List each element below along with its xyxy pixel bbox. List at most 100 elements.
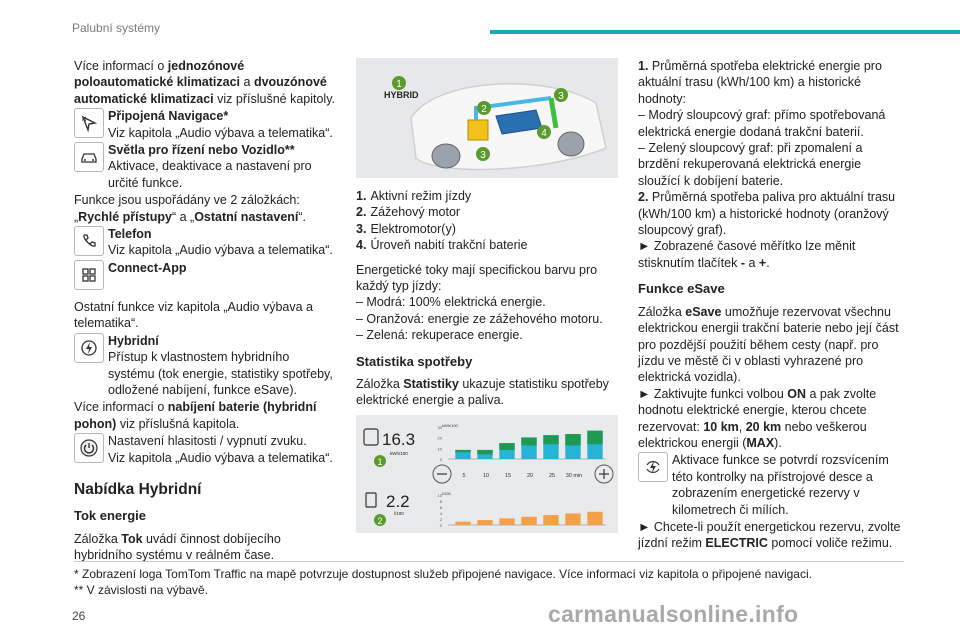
time-scale-label: 30 min: [566, 473, 583, 479]
column-right: 1. Průměrná spotřeba elektrické energie …: [638, 58, 906, 552]
column-left: Více informací o jednozónové poloautomat…: [74, 58, 338, 564]
nav-text: Viz kapitola „Audio výbava a telematika“…: [108, 125, 333, 140]
header-accent-bar: [490, 30, 960, 34]
column-middle: 1 HYBRID 2 3 4 3 1.Aktivní režim jízdy 2…: [356, 58, 618, 533]
lights-text: Aktivace, deaktivace a nastavení pro urč…: [108, 159, 312, 190]
marker-4-label: 4: [541, 128, 547, 139]
hybrid-label: HYBRID: [384, 90, 419, 100]
elec-value: 16.3: [382, 430, 415, 449]
esave-heading: Funkce eSave: [638, 281, 725, 297]
minus-button[interactable]: [432, 464, 452, 484]
elec-unit: kWh/100: [390, 451, 408, 456]
navigation-arrow-icon: N: [74, 108, 104, 139]
marker-1-label: 1: [396, 79, 402, 90]
time-scale: 5 10 15 20 25 30 min: [462, 473, 582, 479]
bar-green: [543, 435, 559, 445]
stat-marker-2-label: 2: [377, 516, 382, 526]
time-scale-label: 10: [483, 473, 489, 479]
y-tick-label-top: 0: [440, 457, 443, 462]
statistics-screen: 16.3 kWh/100 1 2.2 l/100 2 kWh/100 l/100…: [356, 414, 618, 533]
bar-orange: [499, 518, 515, 525]
volume-text: Nastavení hlasitosti / vypnutí zvuku.: [108, 434, 307, 449]
fuel-pump-icon: [365, 492, 377, 508]
other-text: Ostatní funkce viz kapitola „Audio výbav…: [74, 299, 314, 331]
running-header: Palubní systémy: [72, 21, 161, 35]
time-scale-label: 25: [549, 473, 555, 479]
chart-unit-bottom: l/100: [442, 491, 451, 496]
time-scale-label: 5: [462, 473, 465, 479]
y-tick-label-top: 30: [438, 425, 443, 430]
marker-3-label: 3: [558, 91, 564, 102]
bar-orange: [587, 511, 603, 525]
y-tick-label-top: 20: [438, 436, 443, 441]
flow-heading: Tok energie: [74, 508, 147, 524]
stat-marker-2: [374, 513, 386, 526]
color-item: – Zelená: rekuperace energie.: [356, 328, 523, 343]
page-number: 26: [72, 609, 86, 623]
list-item: 2.Zážehový motor: [356, 205, 461, 220]
tabs-names: „Rychlé přístupy“ a „Ostatní nastavení“.: [74, 209, 307, 224]
y-tick-label-bottom: 6: [440, 505, 443, 510]
car-icon: [74, 142, 104, 173]
marker-2-label: 2: [481, 104, 487, 115]
bar-green: [455, 449, 471, 453]
bar-orange: [543, 514, 559, 525]
marker-3b: [476, 147, 490, 161]
intro-paragraph: Více informací o jednozónové poloautomat…: [74, 59, 336, 106]
bar-green: [587, 430, 603, 445]
time-scale-label: 15: [505, 473, 511, 479]
list-item: 3.Elektromotor(y): [356, 221, 456, 236]
bar-orange: [477, 519, 493, 525]
battery-icon: [363, 428, 379, 446]
chart-unit-top: kWh/100: [442, 423, 459, 428]
bar-orange: [521, 516, 537, 525]
stat-marker-1: [374, 454, 386, 467]
p1-green: – Zelený sloupcový graf: při zpomalení a…: [638, 141, 863, 188]
bar-blue: [455, 449, 471, 459]
colors-text: Energetické toky mají specifickou barvu …: [356, 262, 598, 294]
y-tick-label-bottom: 0: [440, 523, 443, 528]
footnote-divider: [74, 561, 904, 562]
hybrid-flow-illustration: 1 HYBRID 2 3 4 3: [356, 58, 618, 178]
y-tick-label-bottom: 4: [440, 511, 443, 516]
y-tick-label-top: 10: [438, 446, 443, 451]
phone-text: Viz kapitola „Audio výbava a telematika“…: [108, 243, 333, 258]
y-tick-label-bottom: 2: [440, 517, 443, 522]
stats-paragraph: Záložka Statistiky ukazuje statistiku sp…: [356, 377, 609, 408]
esave-lamp-icon: [638, 452, 668, 483]
lamp-item: Aktivace funkce se potvrdí rozsvícením t…: [638, 452, 906, 518]
lights-item: Světla pro řízení nebo Vozidlo**Aktivace…: [74, 142, 338, 191]
bar-blue: [477, 449, 493, 459]
use-paragraph: ► Chcete-li použít energetickou rezervu,…: [638, 519, 901, 551]
flow-paragraph: Záložka Tok uvádí činnost dobíjecího hyb…: [74, 531, 281, 563]
p2: 2. Průměrná spotřeba paliva pro aktuální…: [638, 190, 896, 238]
bottom-bar-chart: [448, 511, 606, 526]
marker-1: [392, 76, 406, 90]
hybrid-text: Přístup k vlastnostem hybridního systému…: [108, 350, 333, 397]
time-scale-label: 20: [527, 473, 533, 479]
bar-green: [521, 437, 537, 446]
top-bar-chart: [448, 430, 606, 460]
fuel-value: 2.2: [386, 492, 410, 511]
bar-green: [565, 433, 581, 446]
p3: ► Zobrazené časové měřítko lze měnit sti…: [638, 239, 856, 270]
color-item: – Oranžová: energie ze zážehového motoru…: [356, 311, 603, 326]
p1: 1. Průměrná spotřeba elektrické energie …: [638, 59, 882, 106]
footnote-2: ** V závislosti na výbavě.: [74, 583, 209, 597]
tabs-text: Funkce jsou uspořádány ve 2 záložkách:: [74, 193, 300, 208]
list-item: 4.Úroveň nabití trakční baterie: [356, 238, 528, 253]
phone-icon: [74, 226, 104, 257]
plus-button[interactable]: [594, 464, 614, 484]
marker-4: [537, 125, 551, 139]
marker-3b-label: 3: [480, 150, 486, 161]
activate-paragraph: ► Zaktivujte funkci volbou ON a pak zvol…: [638, 386, 877, 450]
phone-title: Telefon: [108, 227, 152, 242]
stat-marker-1-label: 1: [377, 457, 382, 467]
lights-title: Světla pro řízení nebo Vozidlo**: [108, 143, 295, 158]
bar-orange: [565, 513, 581, 525]
marker-2: [477, 101, 491, 115]
bar-orange: [455, 521, 471, 525]
bar-green: [499, 443, 515, 450]
